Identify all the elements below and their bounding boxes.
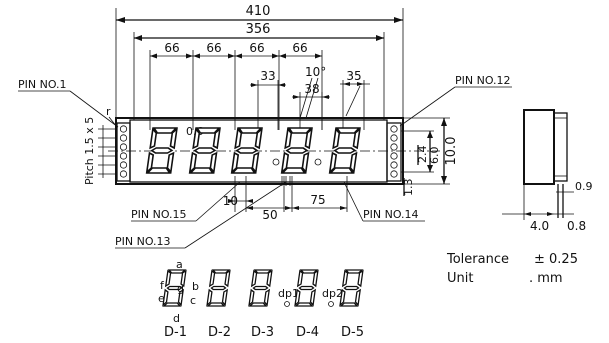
pitch-dimensions: 66 66 66 66 <box>149 41 323 130</box>
pin14-label: PIN NO.14 <box>363 208 419 221</box>
dp2-label: dp2 <box>322 287 343 300</box>
big-digit-2 <box>188 127 221 174</box>
seg-b-label: b <box>192 280 199 293</box>
dim-13-label: 1.3 <box>402 179 415 197</box>
side-width-label: 4.0 <box>530 219 549 233</box>
pitch-label-2: 66 <box>206 41 221 55</box>
overall-width-dimension: 410 <box>115 4 404 120</box>
seg-g-label: g <box>177 282 184 295</box>
dim-10-label: 10 <box>223 194 238 208</box>
offset-label-33: 33 <box>260 69 275 83</box>
pitch-label-3: 66 <box>249 41 264 55</box>
right-pin-strip <box>386 122 402 182</box>
legend-dp2-icon <box>328 301 334 307</box>
pitch-label-1: 66 <box>164 41 179 55</box>
pitch-label-4: 66 <box>292 41 307 55</box>
seg-d-label: d <box>173 312 180 325</box>
left-pin-strip: Pitch 1.5 x 5 r <box>83 105 131 185</box>
pin15-label: PIN NO.15 <box>131 208 187 221</box>
tolerance-value: ± 0.25 <box>534 252 578 267</box>
side-small-label: 0.9 <box>575 180 593 193</box>
overall-width-label: 410 <box>246 4 271 19</box>
legend-digit-4 <box>294 269 319 307</box>
tolerance-label: Tolerance <box>446 252 509 267</box>
dp1-label: dp1 <box>278 287 299 300</box>
left-pins <box>119 125 128 178</box>
angle-label: 10° <box>305 65 326 79</box>
seg-e-label: e <box>158 292 165 305</box>
unit-value: . mm <box>529 271 563 286</box>
offset-label-38: 38 <box>304 82 319 96</box>
segment-legend: a b c d e f g dp1 <box>158 258 364 340</box>
big-digit-1 <box>145 127 178 174</box>
big-digit-4 <box>280 127 313 174</box>
pin-labels: PIN NO.1 PIN NO.12 PIN NO.15 PIN NO.13 P… <box>18 74 512 249</box>
seg-c-label: c <box>190 294 196 307</box>
legend-digit-3 <box>248 269 273 307</box>
side-offset-label: 0.8 <box>567 219 586 233</box>
unit-label: Unit <box>447 271 473 286</box>
legend-digit-5 <box>339 269 364 307</box>
d4-label: D-4 <box>296 325 319 340</box>
height-dimensions: 10.0 6.0 2.4 1.3 <box>401 117 459 197</box>
big-digit-3 <box>230 127 263 174</box>
seg-f-label: f <box>160 279 165 292</box>
d1-label: D-1 <box>164 325 187 340</box>
pin1-label: PIN NO.1 <box>18 78 67 91</box>
side-view: 4.0 0.8 0.9 <box>502 109 593 233</box>
pin12-label: PIN NO.12 <box>455 74 511 87</box>
d5-label: D-5 <box>341 325 364 340</box>
small-offset-dimensions: 33 38 10° 35 <box>250 65 370 130</box>
pin-pitch-label: Pitch 1.5 x 5 <box>83 117 96 185</box>
big-dp2-icon <box>314 158 322 166</box>
offset-label-35: 35 <box>346 69 361 83</box>
legend-dp1-icon <box>284 301 290 307</box>
inner-width-dimension: 356 <box>133 22 385 120</box>
height-inner-label: 6.0 <box>428 147 441 165</box>
pin13-label: PIN NO.13 <box>115 235 171 248</box>
big-dp1-icon <box>272 158 280 166</box>
d2-label: D-2 <box>208 325 231 340</box>
dim-24-label: 2.4 <box>416 146 429 164</box>
legend-digit-2 <box>206 269 231 307</box>
r-label: r <box>106 105 111 118</box>
legend-digit-1 <box>162 269 187 307</box>
big-digit-5 <box>328 127 361 174</box>
dim-50-label: 50 <box>262 208 277 222</box>
dim-75-label: 75 <box>310 193 325 207</box>
d3-label: D-3 <box>251 325 274 340</box>
inner-width-label: 356 <box>246 22 271 37</box>
seg-a-label: a <box>176 258 183 271</box>
height-outer-label: 10.0 <box>444 137 459 166</box>
bottom-dimensions: 10 50 75 <box>223 176 348 222</box>
big-digits: 0.6 <box>145 125 361 174</box>
notes: Tolerance ± 0.25 Unit . mm <box>446 252 578 286</box>
